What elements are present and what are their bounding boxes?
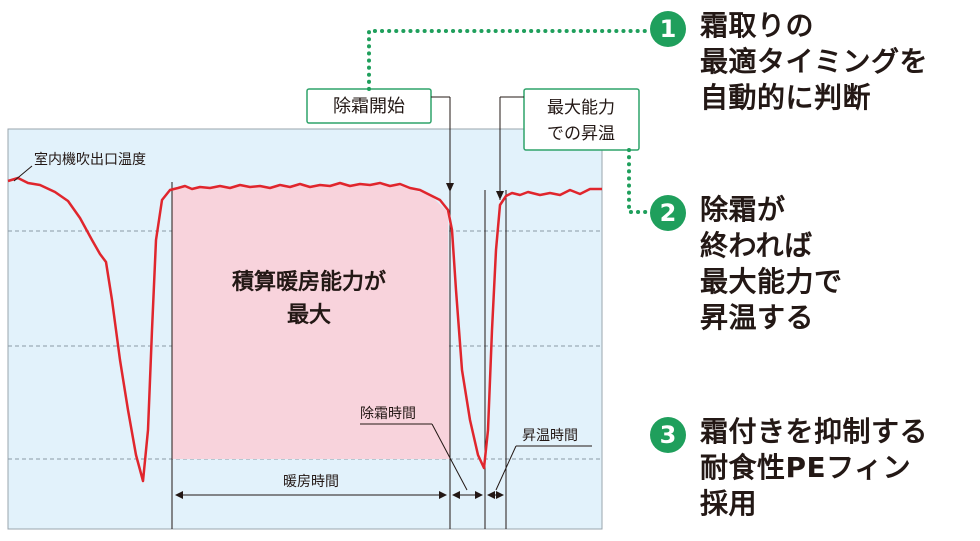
y-label: 室内機吹出口温度 [34,151,146,168]
outlet-temperature-curve [7,176,602,483]
max-heat-arrowhead [496,191,504,200]
callout-1-line: 霜取りの [700,9,815,42]
callout-2-line: 除霜が [700,193,786,226]
main-area-label-line2: 最大 [287,303,331,328]
callout-2-text: 除霜が 終われば 最大能力で 昇温する [700,192,843,336]
callout-3-number-badge: 3 [650,417,686,453]
callout-2-number-badge: 2 [650,195,686,231]
callout2-dotted-connector [627,148,649,214]
callout-2-line: 昇温する [700,301,815,334]
max-heat-box [523,88,640,151]
callout-1: 1 霜取りの 最適タイミングを 自動的に判断 [650,8,928,116]
callout-2-line: 終われば [700,229,813,262]
defrost-start-arrowhead [446,183,454,192]
callout-1-number-badge: 1 [650,11,686,47]
warmup-time-label: 昇温時間 [522,428,578,444]
heating-area-fill [172,184,450,459]
main-area-label-line1: 積算暖房能力が [232,269,386,295]
max-heat-label-line2: での昇温 [547,124,615,144]
defrost-time-leader [431,423,468,491]
warmup-time-leader [495,445,517,491]
callout-3-text: 霜付きを抑制する 耐食性PEフィン 採用 [700,414,928,522]
callout-1-line: 最適タイミングを [700,45,929,78]
callout-3-line: 霜付きを抑制する [700,415,929,448]
callout-2: 2 除霜が 終われば 最大能力で 昇温する [650,192,843,336]
callout-3-line: 採用 [700,487,758,520]
heating-time-label: 暖房時間 [283,474,339,490]
callout-1-line: 自動的に判断 [700,81,872,114]
callout-2-line: 最大能力で [700,265,843,298]
defrost-start-label: 除霜開始 [333,96,405,117]
max-heat-label-line1: 最大能力 [547,98,615,118]
callout-1-text: 霜取りの 最適タイミングを 自動的に判断 [700,8,928,116]
callout-3: 3 霜付きを抑制する 耐食性PEフィン 採用 [650,414,928,522]
defrost-time-label: 除霜時間 [360,406,416,422]
callout1-dotted-connector [367,29,647,91]
callout-3-line: 耐食性PEフィン [700,451,912,484]
y-label-leader [13,165,33,182]
